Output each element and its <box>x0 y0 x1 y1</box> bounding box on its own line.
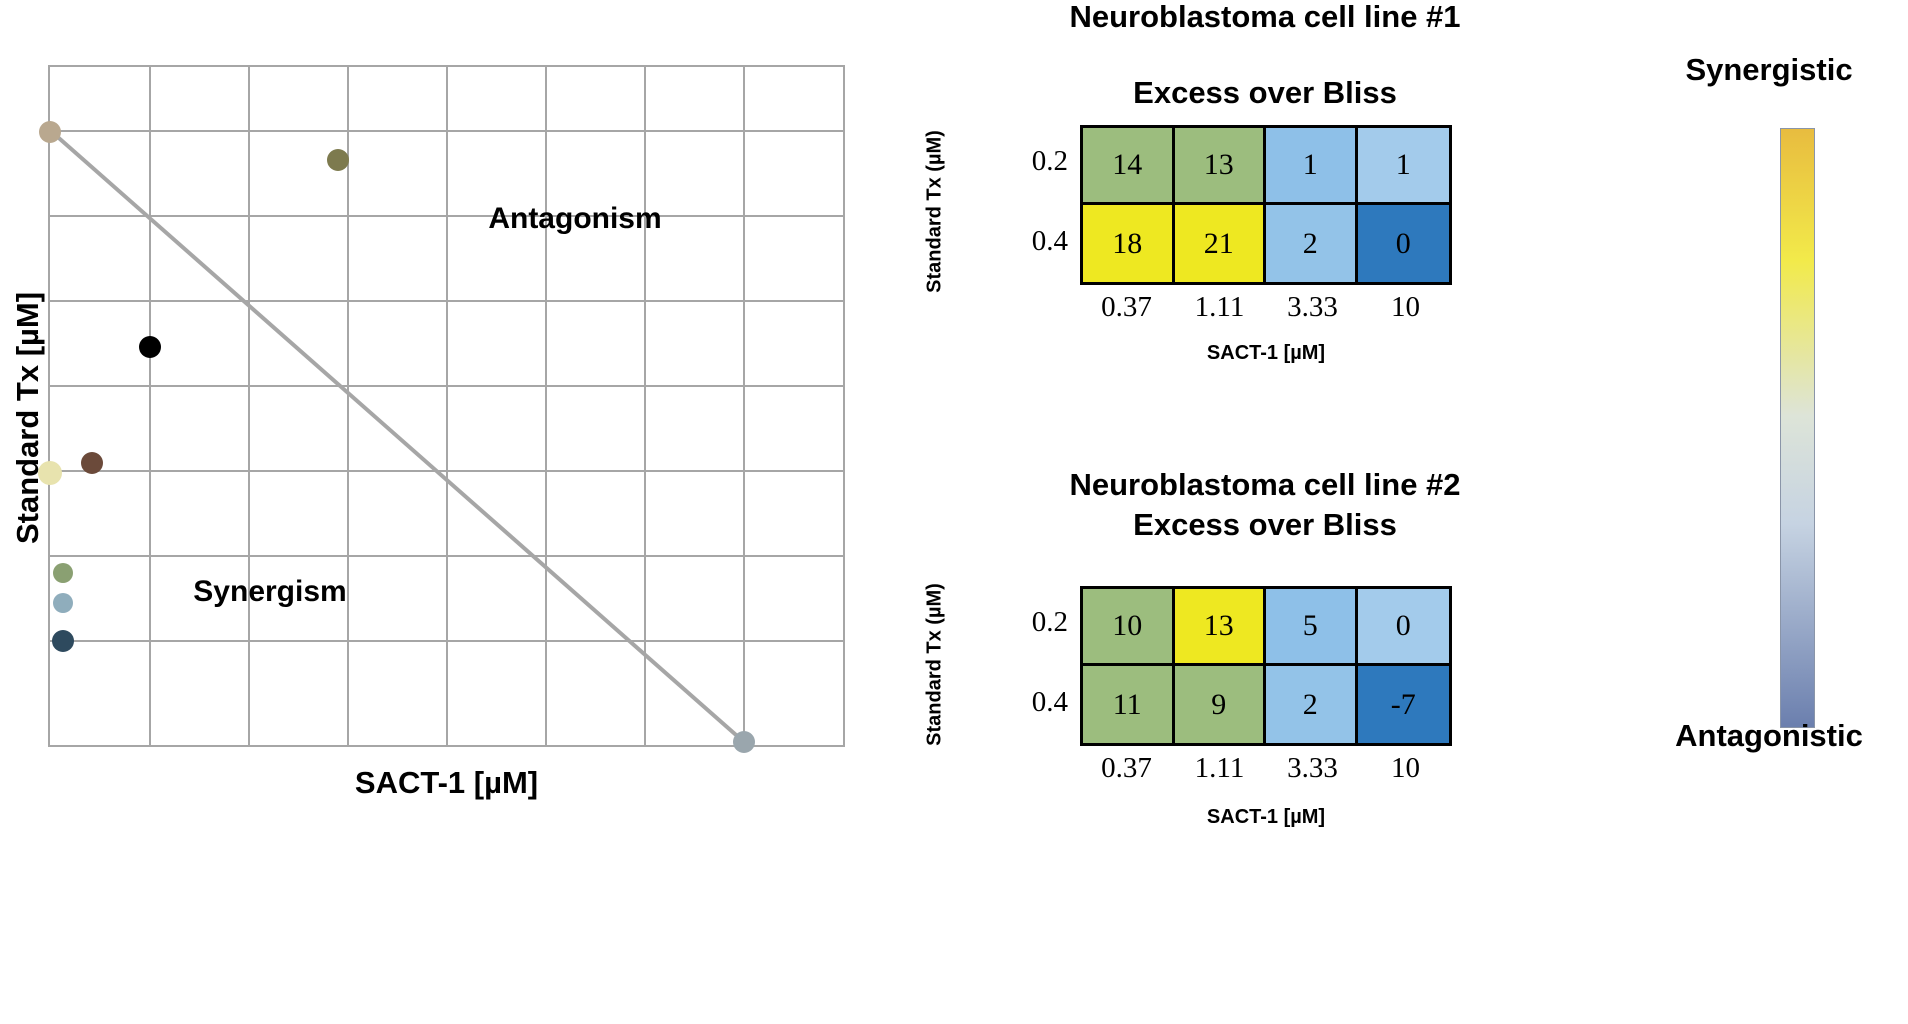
gridline-vertical <box>248 67 250 745</box>
heatmap-col-tick: 3.33 <box>1287 752 1338 784</box>
heatmap-col-tick: 0.37 <box>1101 752 1152 784</box>
gridline-horizontal <box>50 470 843 472</box>
heatmap1-title-line1: Neuroblastoma cell line #1 <box>1069 0 1461 34</box>
annotation-antagonism: Antagonism <box>488 202 662 235</box>
heatmap-cell: 0 <box>1357 589 1449 666</box>
scatter-point <box>326 148 349 171</box>
scatter-point <box>51 629 74 652</box>
heatmap-cell: 9 <box>1174 666 1266 743</box>
heatmap1-y-axis-label: Standard Tx (µM) <box>923 130 946 293</box>
heatmap-panel-cellline2: Neuroblastoma cell line #2 Excess over B… <box>900 467 1630 888</box>
heatmap-cell: 13 <box>1174 128 1266 205</box>
gridline-horizontal <box>50 385 843 387</box>
heatmap-cell: 13 <box>1174 589 1266 666</box>
heatmap-cell: 18 <box>1083 205 1175 282</box>
scatter-point <box>52 593 73 614</box>
heatmap2-title-line1: Neuroblastoma cell line #2 <box>1069 467 1461 502</box>
gridline-vertical <box>743 67 745 745</box>
heatmap-row-tick: 0.2 <box>1031 606 1068 638</box>
heatmap-row-tick: 0.2 <box>1031 145 1068 177</box>
heatmap-col-tick: 10 <box>1391 291 1420 323</box>
scatter-point <box>138 336 161 359</box>
additivity-reference-line <box>50 130 746 744</box>
scatter-point <box>81 452 104 475</box>
heatmap-cell: 10 <box>1083 589 1175 666</box>
gridline-horizontal <box>50 300 843 302</box>
gridline-vertical <box>545 67 547 745</box>
colorbar-legend: Synergistic Antagonistic <box>1630 0 1908 1024</box>
gridline-vertical <box>149 67 151 745</box>
heatmap-cell: 2 <box>1266 666 1358 743</box>
gridline-horizontal <box>50 130 843 132</box>
heatmap-cell: 0 <box>1357 205 1449 282</box>
heatmap-panel-cellline1: Neuroblastoma cell line #1 Excess over B… <box>900 0 1630 420</box>
heatmap-cell: 14 <box>1083 128 1175 205</box>
scatter-point <box>52 563 73 584</box>
heatmap-row-tick: 0.4 <box>1031 686 1068 718</box>
gridline-vertical <box>347 67 349 745</box>
colorbar-bottom-label: Antagonistic <box>1675 718 1863 753</box>
heatmap-cell: 21 <box>1174 205 1266 282</box>
heatmap-col-tick: 10 <box>1391 752 1420 784</box>
heatmap-cell: 1 <box>1357 128 1449 205</box>
heatmap2-title-line2: Excess over Bliss <box>1133 507 1397 542</box>
gridline-horizontal <box>50 640 843 642</box>
heatmap-row-tick: 0.4 <box>1031 225 1068 257</box>
heatmap-cell: 1 <box>1266 128 1358 205</box>
colorbar-top-label: Synergistic <box>1685 52 1853 87</box>
heatmap-cell: -7 <box>1357 666 1449 743</box>
heatmap-col-tick: 3.33 <box>1287 291 1338 323</box>
heatmap1-x-axis-label: SACT-1 [µM] <box>1206 342 1326 364</box>
heatmap-col-tick: 1.11 <box>1194 752 1245 784</box>
heatmap-cell: 11 <box>1083 666 1175 743</box>
scatter-plot-area: Antagonism Synergism <box>38 65 845 754</box>
heatmap2-y-axis-label: Standard Tx (µM) <box>923 583 946 746</box>
scatter-x-axis-label: SACT-1 [µM] <box>354 765 539 800</box>
gridline-vertical <box>644 67 646 745</box>
gridline-horizontal <box>50 215 843 217</box>
scatter-y-axis-label: Standard Tx [µM] <box>10 291 45 545</box>
scatter-point <box>39 120 61 143</box>
heatmap-cell: 2 <box>1266 205 1358 282</box>
heatmap1-title-line2: Excess over Bliss <box>1133 75 1397 110</box>
annotation-synergism: Synergism <box>193 575 347 608</box>
gridline-horizontal <box>50 555 843 557</box>
gridline-vertical <box>446 67 448 745</box>
heatmap-col-tick: 1.11 <box>1194 291 1245 323</box>
scatter-point <box>38 461 62 486</box>
heatmap-cell: 5 <box>1266 589 1358 666</box>
colorbar-gradient-bar <box>1780 128 1815 728</box>
heatmap2-x-axis-label: SACT-1 [µM] <box>1206 806 1326 828</box>
scatter-point <box>733 731 756 754</box>
heatmap-col-tick: 0.37 <box>1101 291 1152 323</box>
scatter-panel: Standard Tx [µM] Antagonism Synergism SA… <box>0 0 900 1024</box>
